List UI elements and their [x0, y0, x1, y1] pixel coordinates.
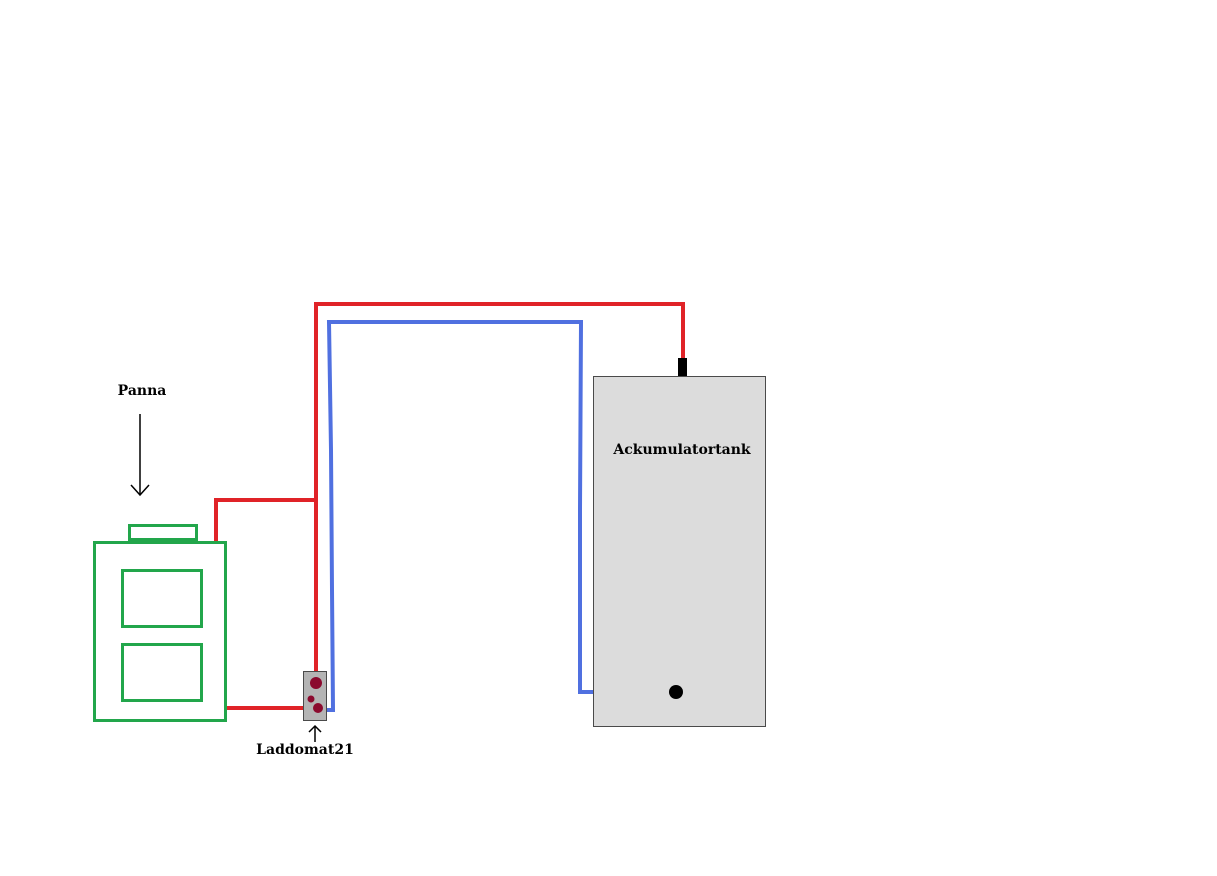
arrow-up-icon — [308, 724, 322, 742]
boiler-top-cap — [128, 524, 198, 541]
accumulator-tank — [593, 376, 766, 727]
tank-label: Ackumulatortank — [612, 442, 751, 458]
boiler-body — [93, 541, 227, 722]
valve-port-large — [310, 677, 322, 689]
boiler-lower-door — [121, 643, 203, 702]
boiler-upper-door — [121, 569, 203, 628]
boiler-label: Panna — [118, 383, 167, 399]
cold-return-pipe — [326, 320, 676, 712]
valve-port-small — [307, 695, 315, 703]
arrow-down-icon — [130, 414, 150, 497]
tank-bottom-connector — [669, 685, 683, 699]
valve-port-medium — [313, 703, 323, 713]
tank-top-connector — [678, 358, 687, 376]
hot-supply-pipe — [214, 302, 685, 542]
valve-label: Laddomat21 — [256, 742, 354, 758]
